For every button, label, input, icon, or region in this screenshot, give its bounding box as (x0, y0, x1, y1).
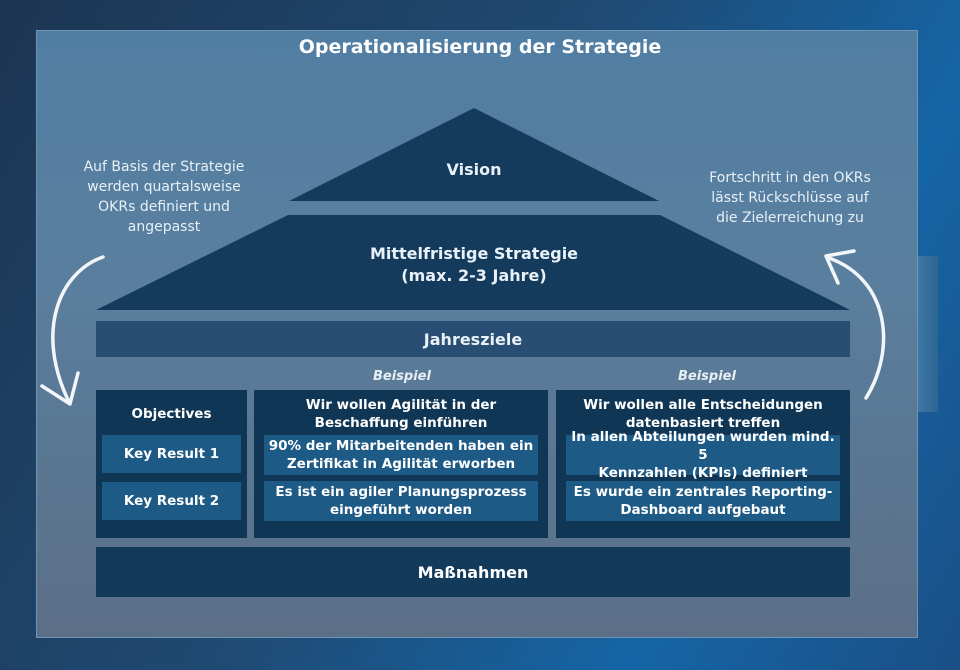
example-1-kr2-line-2: eingeführt worden (330, 502, 472, 518)
right-note-line-3: die Zielerreichung zu (716, 210, 864, 226)
key-result-2-label: Key Result 2 (102, 482, 241, 520)
jahresziele-band: Jahresziele (96, 321, 850, 357)
beispiel-label-2: Beispiel (678, 369, 736, 384)
left-note-line-1: Auf Basis der Strategie (83, 159, 245, 175)
example-2-objective-line-1: Wir wollen alle Entscheidungen (583, 397, 823, 413)
example-2-panel: Wir wollen alle Entscheidungen datenbasi… (556, 390, 850, 538)
example-1-key-result-1: 90% der Mitarbeitenden haben ein Zertifi… (264, 435, 538, 475)
strategy-trapezoid (96, 215, 850, 310)
strategy-line-2: (max. 2-3 Jahre) (401, 266, 547, 285)
key-result-1-label: Key Result 1 (102, 435, 241, 473)
example-2-kr1-line-1: In allen Abteilungen wurden mind. 5 (571, 429, 835, 463)
example-2-key-result-1: In allen Abteilungen wurden mind. 5 Kenn… (566, 429, 840, 481)
page-title: Operationalisierung der Strategie (298, 36, 662, 58)
vision-triangle (289, 108, 659, 201)
example-2-kr2-line-2: Dashboard aufgebaut (620, 502, 786, 518)
example-1-objective-line-2: Beschaffung einführen (314, 415, 488, 431)
side-tab-edge (918, 256, 938, 412)
example-1-panel: Wir wollen Agilität in der Beschaffung e… (254, 390, 548, 538)
curved-arrow-up-right-icon (824, 249, 886, 400)
example-2-key-result-2: Es wurde ein zentrales Reporting- Dashbo… (566, 481, 840, 521)
example-1-objective-line-1: Wir wollen Agilität in der (305, 397, 497, 413)
strategy-line-1: Mittelfristige Strategie (369, 244, 579, 263)
example-1-kr1-line-2: Zertifikat in Agilität erworben (286, 456, 516, 472)
left-note-line-3: OKRs definiert und (98, 199, 230, 215)
beispiel-label-1: Beispiel (373, 369, 431, 384)
example-2-kr1-line-2: Kennzahlen (KPIs) definiert (598, 465, 808, 481)
massnahmen-band: Maßnahmen (96, 547, 850, 597)
example-2-objective-line-2: datenbasiert treffen (625, 415, 781, 431)
example-1-objective: Wir wollen Agilität in der Beschaffung e… (254, 396, 548, 432)
curved-arrow-down-left-icon (40, 255, 105, 406)
left-note: Auf Basis der Strategie werden quartalsw… (66, 157, 262, 237)
strategy-label: Mittelfristige Strategie (max. 2-3 Jahre… (300, 243, 648, 287)
right-note: Fortschritt in den OKRs lässt Rückschlüs… (690, 168, 890, 228)
example-2-kr2-line-1: Es wurde ein zentrales Reporting- (573, 484, 833, 500)
example-1-key-result-2: Es ist ein agiler Planungsprozess eingef… (264, 481, 538, 521)
example-1-kr1-line-1: 90% der Mitarbeitenden haben ein (268, 438, 534, 454)
objectives-label: Objectives (131, 406, 212, 422)
vision-label: Vision (446, 160, 502, 179)
left-note-line-2: werden quartalsweise (87, 179, 241, 195)
okr-legend-panel: Objectives Key Result 1 Key Result 2 (96, 390, 247, 538)
example-2-objective: Wir wollen alle Entscheidungen datenbasi… (556, 396, 850, 432)
right-note-line-1: Fortschritt in den OKRs (709, 170, 871, 186)
left-note-line-4: angepasst (127, 219, 201, 235)
example-1-kr2-line-1: Es ist ein agiler Planungsprozess (275, 484, 527, 500)
right-note-line-2: lässt Rückschlüsse auf (711, 190, 869, 206)
